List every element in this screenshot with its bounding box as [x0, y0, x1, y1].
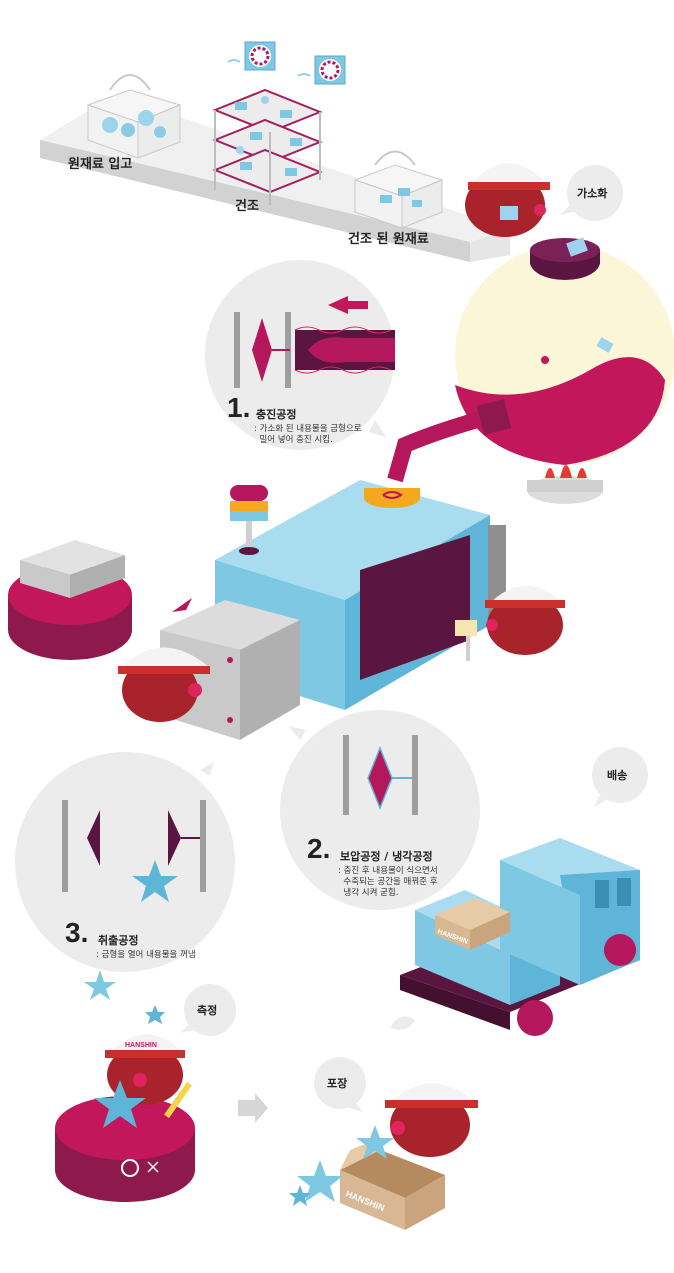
step-1-number: 1.	[227, 392, 251, 423]
speech-bubble	[560, 165, 623, 221]
star-icon	[145, 1005, 165, 1024]
arrow-icon	[238, 1093, 268, 1123]
bubble-label-measure: 측정	[197, 1004, 218, 1017]
step-2-circle	[280, 710, 480, 910]
step-3-circle	[15, 752, 235, 972]
feed-pipe	[387, 398, 512, 483]
label-dried-raw-material: 건조 된 원재료	[348, 232, 429, 247]
worker-character	[465, 163, 550, 237]
label-raw-material-in: 원재료 입고	[68, 157, 133, 172]
label-drying: 건조	[235, 199, 259, 214]
step-2-title: 보압공정 / 냉각공정	[340, 850, 433, 863]
step-1-title: 충진공정	[256, 408, 297, 421]
raw-material-basket	[86, 74, 182, 159]
worker-character	[118, 647, 210, 722]
delivery-truck	[400, 838, 640, 1036]
step-2-number: 2.	[307, 833, 331, 864]
heating-flask	[455, 237, 674, 465]
fan-icon	[227, 41, 276, 71]
dried-material-basket	[353, 150, 444, 229]
speech-bubble	[314, 1057, 366, 1112]
measuring-table	[55, 1096, 195, 1202]
step-1-desc: : 가소화 된 내용물을 금형으로 밀어 넣어 충진 시킴.	[254, 424, 362, 445]
step-1-circle	[205, 260, 395, 450]
star-icon	[356, 1125, 394, 1159]
bubble-label-pack: 포장	[327, 1077, 348, 1090]
cap-label: HANSHIN	[125, 1042, 157, 1049]
drying-rack	[212, 88, 323, 205]
worker-character	[455, 585, 565, 661]
star-icon	[94, 1080, 146, 1128]
star-icon	[297, 1160, 343, 1202]
burner-flame	[527, 465, 603, 504]
arrow-icon	[172, 598, 192, 612]
speech-bubble	[592, 747, 648, 807]
fan-icon	[297, 55, 346, 85]
mold-die	[8, 540, 132, 660]
worker-character	[105, 1034, 192, 1119]
signal-light-tower	[230, 485, 268, 555]
bubble-label-ship: 배송	[607, 769, 628, 782]
step-2-desc: : 충진 후 내용물이 식으면서 수축되는 공간을 매꿔준 후 냉각 시켜 굳힘…	[338, 866, 438, 898]
step-3-title: 취출공정	[98, 934, 139, 947]
step-3-number: 3.	[65, 917, 89, 948]
bubble-label-gasify: 가소화	[577, 187, 608, 200]
star-icon	[84, 970, 116, 1000]
worker-character	[385, 1083, 478, 1157]
star-icon	[289, 1185, 311, 1206]
speech-bubble	[390, 1016, 415, 1030]
step-3-desc: : 금형을 열어 내용물을 꺼냄	[96, 950, 196, 960]
speech-bubble	[180, 984, 236, 1036]
